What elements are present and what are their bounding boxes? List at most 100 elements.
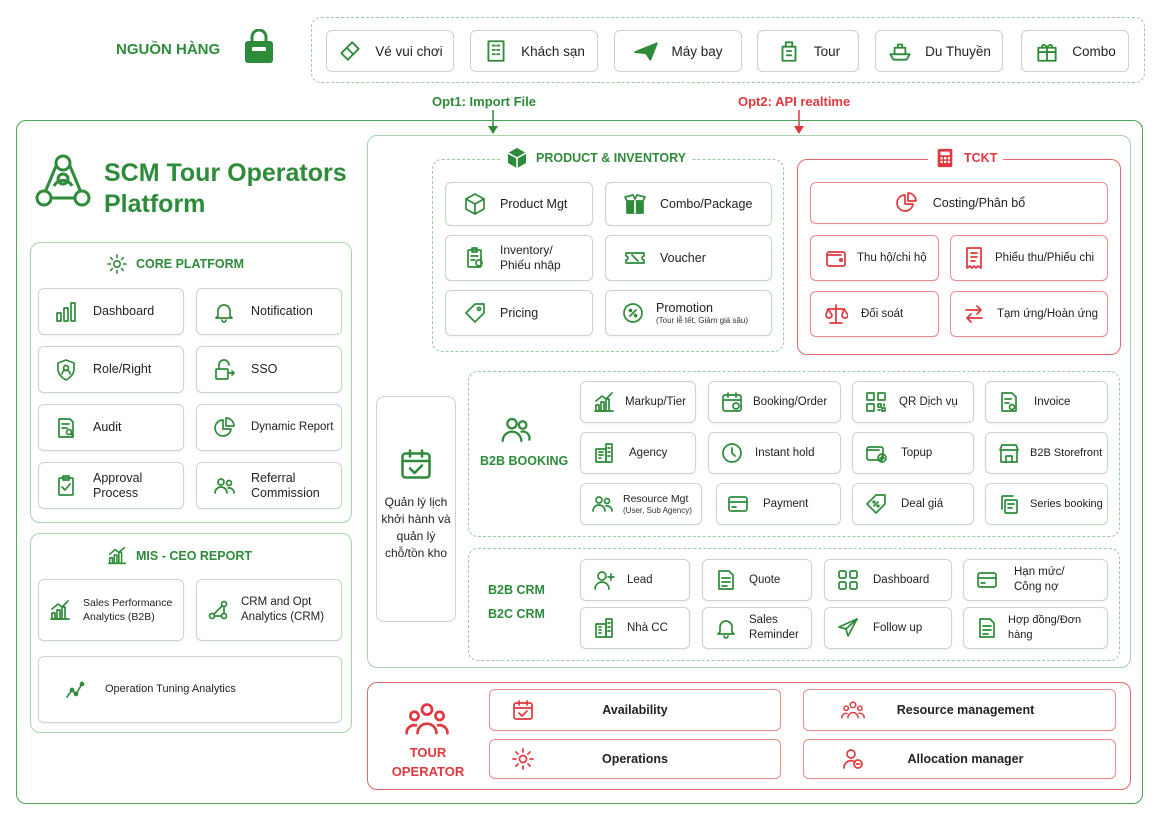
- tour-operator-title-line1: TOUR: [409, 745, 447, 760]
- price-tag-icon: [462, 300, 488, 326]
- phieu-thu-chi[interactable]: Phiếu thu/Phiếu chi: [950, 235, 1108, 281]
- crm-dashboard[interactable]: Dashboard: [824, 559, 952, 601]
- core-item-label: Referral Commission: [251, 470, 320, 500]
- lock-icon: [211, 357, 237, 383]
- series-booking[interactable]: Series booking: [985, 483, 1108, 525]
- b2b-storefront[interactable]: B2B Storefront: [985, 432, 1108, 474]
- voucher-icon: [622, 245, 648, 271]
- audit-document-icon: [53, 415, 79, 441]
- calendar-icon: [719, 389, 745, 415]
- product-item-label: Pricing: [500, 305, 539, 320]
- bar-chart-icon: [53, 299, 79, 325]
- source-khach-san[interactable]: Khách sạn: [470, 30, 598, 72]
- operations[interactable]: Operations: [489, 739, 781, 779]
- crm-item-label: Hạn mức/ Công nợ: [1014, 566, 1065, 593]
- tckt-item-label: Thu hộ/chi hộ: [857, 251, 927, 264]
- promotion[interactable]: Promotion (Tour lễ tết, Giảm giá sâu): [605, 290, 772, 336]
- tam-ung-hoan-ung[interactable]: Tạm ứng/Hoàn ứng: [950, 291, 1108, 337]
- schedule-card[interactable]: [376, 396, 456, 622]
- doi-soat[interactable]: Đối soát: [810, 291, 939, 337]
- crm-follow-up[interactable]: Follow up: [824, 607, 952, 649]
- topup[interactable]: Topup: [852, 432, 974, 474]
- agency-building-icon: [591, 440, 617, 466]
- source-may-bay[interactable]: Máy bay: [614, 30, 742, 72]
- tour-op-item-label: Operations: [602, 751, 668, 766]
- resource-management[interactable]: Resource management: [803, 689, 1116, 731]
- core-referral-commission[interactable]: Referral Commission: [196, 462, 342, 509]
- core-dynamic-report[interactable]: Dynamic Report: [196, 404, 342, 451]
- crm-lead[interactable]: Lead: [580, 559, 690, 601]
- b2b-item-label: QR Dịch vụ: [899, 395, 958, 408]
- mis-crm-analytics[interactable]: CRM and Opt Analytics (CRM): [196, 579, 342, 641]
- source-tour[interactable]: Tour: [757, 30, 859, 72]
- allocation-manager[interactable]: Allocation manager: [803, 739, 1116, 779]
- core-platform-title: CORE PLATFORM: [100, 253, 251, 275]
- crm-quote[interactable]: Quote: [702, 559, 812, 601]
- platform-title: SCM Tour Operators Platform: [104, 158, 347, 220]
- core-sso[interactable]: SSO: [196, 346, 342, 393]
- core-item-label: Approval Process: [93, 470, 143, 500]
- opt1-label: Opt1: Import File: [432, 94, 536, 109]
- combo-package[interactable]: Combo/Package: [605, 182, 772, 226]
- resource-mgt-sub: (User, Sub Agency): [623, 505, 692, 515]
- inventory-phieu-nhap[interactable]: Inventory/ Phiếu nhập: [445, 235, 593, 281]
- resource-users-icon: [589, 491, 615, 517]
- resource-mgt[interactable]: Resource Mgt (User, Sub Agency): [580, 483, 702, 525]
- grid-dashboard-icon: [835, 567, 861, 593]
- user-allocation-icon: [840, 746, 866, 772]
- crm-nha-cc[interactable]: Nhà CC: [580, 607, 690, 649]
- mis-operation-tuning[interactable]: Operation Tuning Analytics: [38, 656, 342, 723]
- crm-item-label: Hợp đồng/Đơn hàng: [1008, 614, 1082, 641]
- crm-sales-reminder[interactable]: Sales Reminder: [702, 607, 812, 649]
- tour-operator-section: [367, 682, 1131, 790]
- package-icon: [462, 191, 488, 217]
- source-combo[interactable]: Combo: [1021, 30, 1129, 72]
- trend-line-icon: [63, 677, 89, 703]
- platform-logo-icon: [34, 152, 92, 215]
- b2b-item-label: Instant hold: [755, 446, 815, 459]
- core-notification[interactable]: Notification: [196, 288, 342, 335]
- costing-phan-bo[interactable]: Costing/Phân bổ: [810, 182, 1108, 224]
- instant-hold[interactable]: Instant hold: [708, 432, 841, 474]
- pie-chart-icon: [211, 415, 237, 441]
- core-role-right[interactable]: Role/Right: [38, 346, 184, 393]
- product-mgt[interactable]: Product Mgt: [445, 182, 593, 226]
- core-approval-process[interactable]: Approval Process: [38, 462, 184, 509]
- deal-tag-icon: [863, 491, 889, 517]
- core-item-label: Dashboard: [93, 304, 155, 318]
- voucher[interactable]: Voucher: [605, 235, 772, 281]
- core-platform-title-text: CORE PLATFORM: [136, 257, 245, 271]
- crm-hop-dong[interactable]: Hợp đồng/Đơn hàng: [963, 607, 1108, 649]
- crm-han-muc[interactable]: Hạn mức/ Công nợ: [963, 559, 1108, 601]
- source-du-thuyen[interactable]: Du Thuyền: [875, 30, 1003, 72]
- payment[interactable]: Payment: [716, 483, 841, 525]
- booking-order[interactable]: Booking/Order: [708, 381, 841, 423]
- b2b-item-label: Payment: [763, 497, 809, 510]
- b2b-item-label: Markup/Tier: [625, 395, 686, 408]
- thu-ho-chi-ho[interactable]: Thu hộ/chi hộ: [810, 235, 939, 281]
- agency[interactable]: Agency: [580, 432, 696, 474]
- pricing[interactable]: Pricing: [445, 290, 593, 336]
- b2b-booking-title: B2B BOOKING: [480, 454, 569, 468]
- qr-dich-vu[interactable]: QR Dịch vụ: [852, 381, 974, 423]
- markup-tier[interactable]: Markup/Tier: [580, 381, 696, 423]
- deal-gia[interactable]: Deal giá: [852, 483, 974, 525]
- invoice[interactable]: Invoice: [985, 381, 1108, 423]
- growth-chart-icon: [107, 546, 127, 565]
- core-dashboard[interactable]: Dashboard: [38, 288, 184, 335]
- open-box-icon: [622, 191, 648, 217]
- calendar-check-icon: [398, 446, 434, 487]
- gift-icon: [1037, 43, 1057, 62]
- b2b-item-label: Invoice: [1034, 395, 1071, 408]
- core-item-label: Audit: [93, 420, 122, 434]
- supplier-building-icon: [591, 615, 617, 641]
- tour-operator-group-icon: [405, 700, 449, 743]
- card-limit-icon: [974, 567, 1000, 593]
- contract-doc-icon: [974, 615, 1000, 641]
- tckt-title: TCKT: [928, 147, 1004, 169]
- gear-icon: [107, 254, 127, 274]
- core-audit[interactable]: Audit: [38, 404, 184, 451]
- availability[interactable]: Availability: [489, 689, 781, 731]
- source-vui-choi[interactable]: Vé vui chơi: [326, 30, 454, 72]
- mis-sales-performance[interactable]: Sales Performance Analytics (B2B): [38, 579, 184, 641]
